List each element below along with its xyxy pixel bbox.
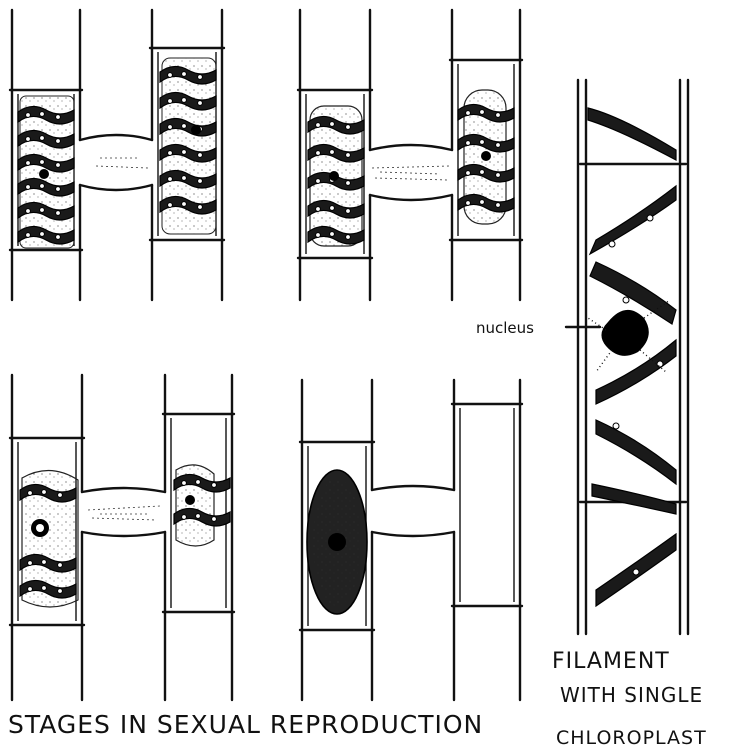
filament-title-line-1: FILAMENT bbox=[552, 649, 670, 674]
stage-2-right-chloroplast bbox=[458, 90, 514, 224]
stage-2-conjugation bbox=[298, 10, 522, 300]
stage-4-right-filament bbox=[452, 380, 522, 700]
stage-2-left-chloroplast bbox=[308, 106, 364, 246]
nucleus-label: nucleus bbox=[476, 319, 534, 337]
filament-title-line-3: CHLOROPLAST bbox=[556, 727, 707, 749]
stages-title: STAGES IN SEXUAL REPRODUCTION bbox=[8, 710, 483, 739]
stage-3-left-zygote-forming bbox=[20, 470, 78, 607]
zygospore bbox=[307, 470, 367, 614]
stage-3-conjugation bbox=[10, 375, 234, 700]
filament-title-line-2: WITH SINGLE bbox=[560, 683, 703, 707]
filament-single-chloroplast bbox=[566, 80, 688, 634]
stage-2-conjugation-tube bbox=[370, 145, 452, 200]
stage-1-right-chloroplast bbox=[160, 58, 216, 234]
stage-4-zygospore bbox=[300, 380, 522, 700]
stage-3-conjugation-tube bbox=[82, 488, 165, 536]
stage-3-right-migrating-content bbox=[174, 465, 230, 546]
spiral-chloroplast bbox=[588, 108, 676, 606]
stage-1-left-chloroplast bbox=[18, 96, 74, 248]
stage-1-conjugation bbox=[10, 10, 224, 300]
stage-1-conjugation-tube bbox=[80, 135, 152, 190]
stage-4-conjugation-tube bbox=[372, 486, 454, 536]
